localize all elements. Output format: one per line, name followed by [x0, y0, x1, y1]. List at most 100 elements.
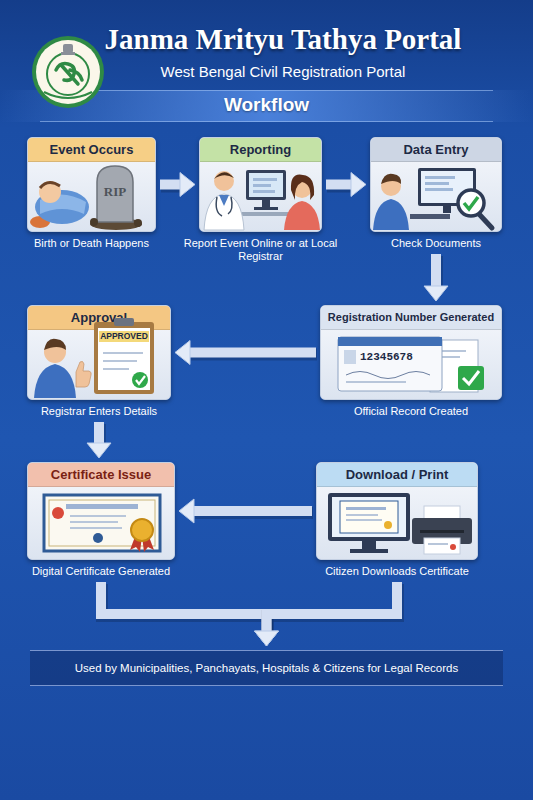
arrow-shadow: [191, 349, 317, 361]
page-title: Janma Mrityu Tathya Portal: [88, 22, 478, 56]
certificate-illustration: [52, 507, 64, 519]
data-entry-illustration: [373, 168, 492, 230]
approval-illustration: [98, 328, 150, 390]
reporting-illustration: [249, 173, 283, 197]
approval-illustration: [103, 360, 137, 362]
flow-arrow: [160, 173, 195, 197]
step-heading: Event Occurs: [28, 138, 155, 162]
arrow-shaft: [160, 180, 180, 190]
download-illustration: [428, 543, 448, 545]
arrow-shaft: [326, 180, 351, 190]
registration-illustration: [430, 340, 478, 392]
approval-illustration: [136, 376, 145, 384]
arrow-shaft: [190, 348, 316, 358]
reporting-illustration: [292, 178, 312, 198]
state-emblem-logo: [47, 53, 89, 95]
certificate-illustration: [131, 519, 153, 541]
registration-illustration: [346, 372, 430, 379]
data-entry-illustration: [425, 188, 453, 191]
download-illustration: [346, 519, 382, 521]
download-illustration: [420, 530, 464, 533]
reporting-illustration: [253, 190, 275, 193]
approval-illustration: [103, 368, 129, 370]
download-illustration: [340, 501, 398, 533]
download-illustration: [332, 497, 406, 537]
state-emblem-logo: [44, 92, 92, 98]
event-illustration: [40, 194, 86, 214]
registration-illustration: [338, 337, 442, 346]
download-illustration: [412, 518, 472, 544]
reporting-illustration: [204, 170, 320, 230]
data-entry-illustration: [425, 176, 455, 179]
approval-illustration: [34, 364, 76, 398]
gravestone-text: RIP: [97, 184, 133, 199]
reporting-illustration: [204, 194, 244, 230]
certificate-illustration: [130, 534, 142, 552]
download-illustration: [328, 493, 472, 554]
download-illustration: [328, 493, 410, 541]
registration-illustration: [344, 350, 356, 364]
certificate-illustration: [70, 515, 126, 517]
workflow-banner: [40, 121, 493, 122]
box-frame: Data Entry: [370, 137, 502, 232]
arrow-head: [180, 173, 195, 197]
step-caption: Check Documents: [348, 237, 524, 250]
approval-illustration: [114, 318, 134, 326]
approved-stamp: APPROVED: [99, 331, 149, 342]
reporting-illustration: [216, 197, 232, 216]
registration-illustration: [458, 366, 484, 390]
usage-band: Used by Municipalities, Panchayats, Hosp…: [30, 650, 503, 686]
step-heading: Download / Print: [317, 463, 477, 487]
registration-illustration: [436, 350, 466, 352]
reporting-illustration: [246, 170, 286, 200]
approval-illustration: [76, 361, 91, 387]
certificate-illustration: [142, 534, 154, 552]
step-heading: Registration Number Generated: [321, 306, 501, 330]
state-emblem-logo: [36, 40, 100, 104]
download-illustration: [450, 544, 456, 550]
event-illustration: [97, 166, 133, 222]
arrow-shadow: [195, 507, 313, 519]
registration-illustration: [463, 371, 479, 384]
arrow-shaft: [194, 506, 312, 516]
step-caption: Birth or Death Happens: [5, 237, 178, 250]
arrow-shaft: [101, 582, 267, 631]
reporting-illustration: [284, 201, 320, 230]
registration-number: 12345678: [360, 351, 430, 364]
data-entry-illustration: [479, 214, 492, 228]
step-caption: Digital Certificate Generated: [5, 565, 197, 578]
approval-illustration: [132, 372, 148, 388]
arrow-head: [351, 173, 366, 197]
approval-illustration: [34, 318, 154, 398]
reporting-illustration: [262, 200, 270, 208]
data-entry-illustration: [464, 197, 478, 209]
certificate-illustration: [49, 500, 155, 546]
arrow-shadow: [268, 584, 399, 633]
box-frame: Approval: [27, 305, 171, 400]
data-entry-illustration: [425, 182, 449, 185]
download-illustration: [350, 549, 388, 553]
event-illustration: [90, 218, 98, 226]
event-illustration: [39, 181, 61, 203]
registration-illustration: [338, 337, 442, 391]
step-heading: Certificate Issue: [28, 463, 174, 487]
step-caption: Report Event Online or at Local Registra…: [177, 237, 344, 263]
event-illustration: [90, 218, 142, 230]
step-caption: Registrar Enters Details: [5, 405, 193, 418]
download-illustration: [424, 538, 460, 554]
box-frame: Download / Print: [316, 462, 478, 560]
step-box: ReportingReport Event Online or at Local…: [199, 137, 322, 263]
step-box: Event OccursBirth or Death Happens: [27, 137, 156, 250]
reporting-illustration: [291, 175, 314, 200]
step-heading: Data Entry: [371, 138, 501, 162]
registration-illustration: [338, 337, 484, 392]
state-emblem-logo: [63, 44, 73, 53]
flow-arrow: [175, 341, 317, 365]
reporting-illustration: [253, 178, 277, 181]
certificate-illustration: [44, 495, 160, 552]
arrow-shaft: [267, 582, 398, 631]
step-box: Download / PrintCitizen Downloads Certif…: [316, 462, 478, 578]
subtitle: West Bengal Civil Registration Portal: [88, 63, 478, 81]
